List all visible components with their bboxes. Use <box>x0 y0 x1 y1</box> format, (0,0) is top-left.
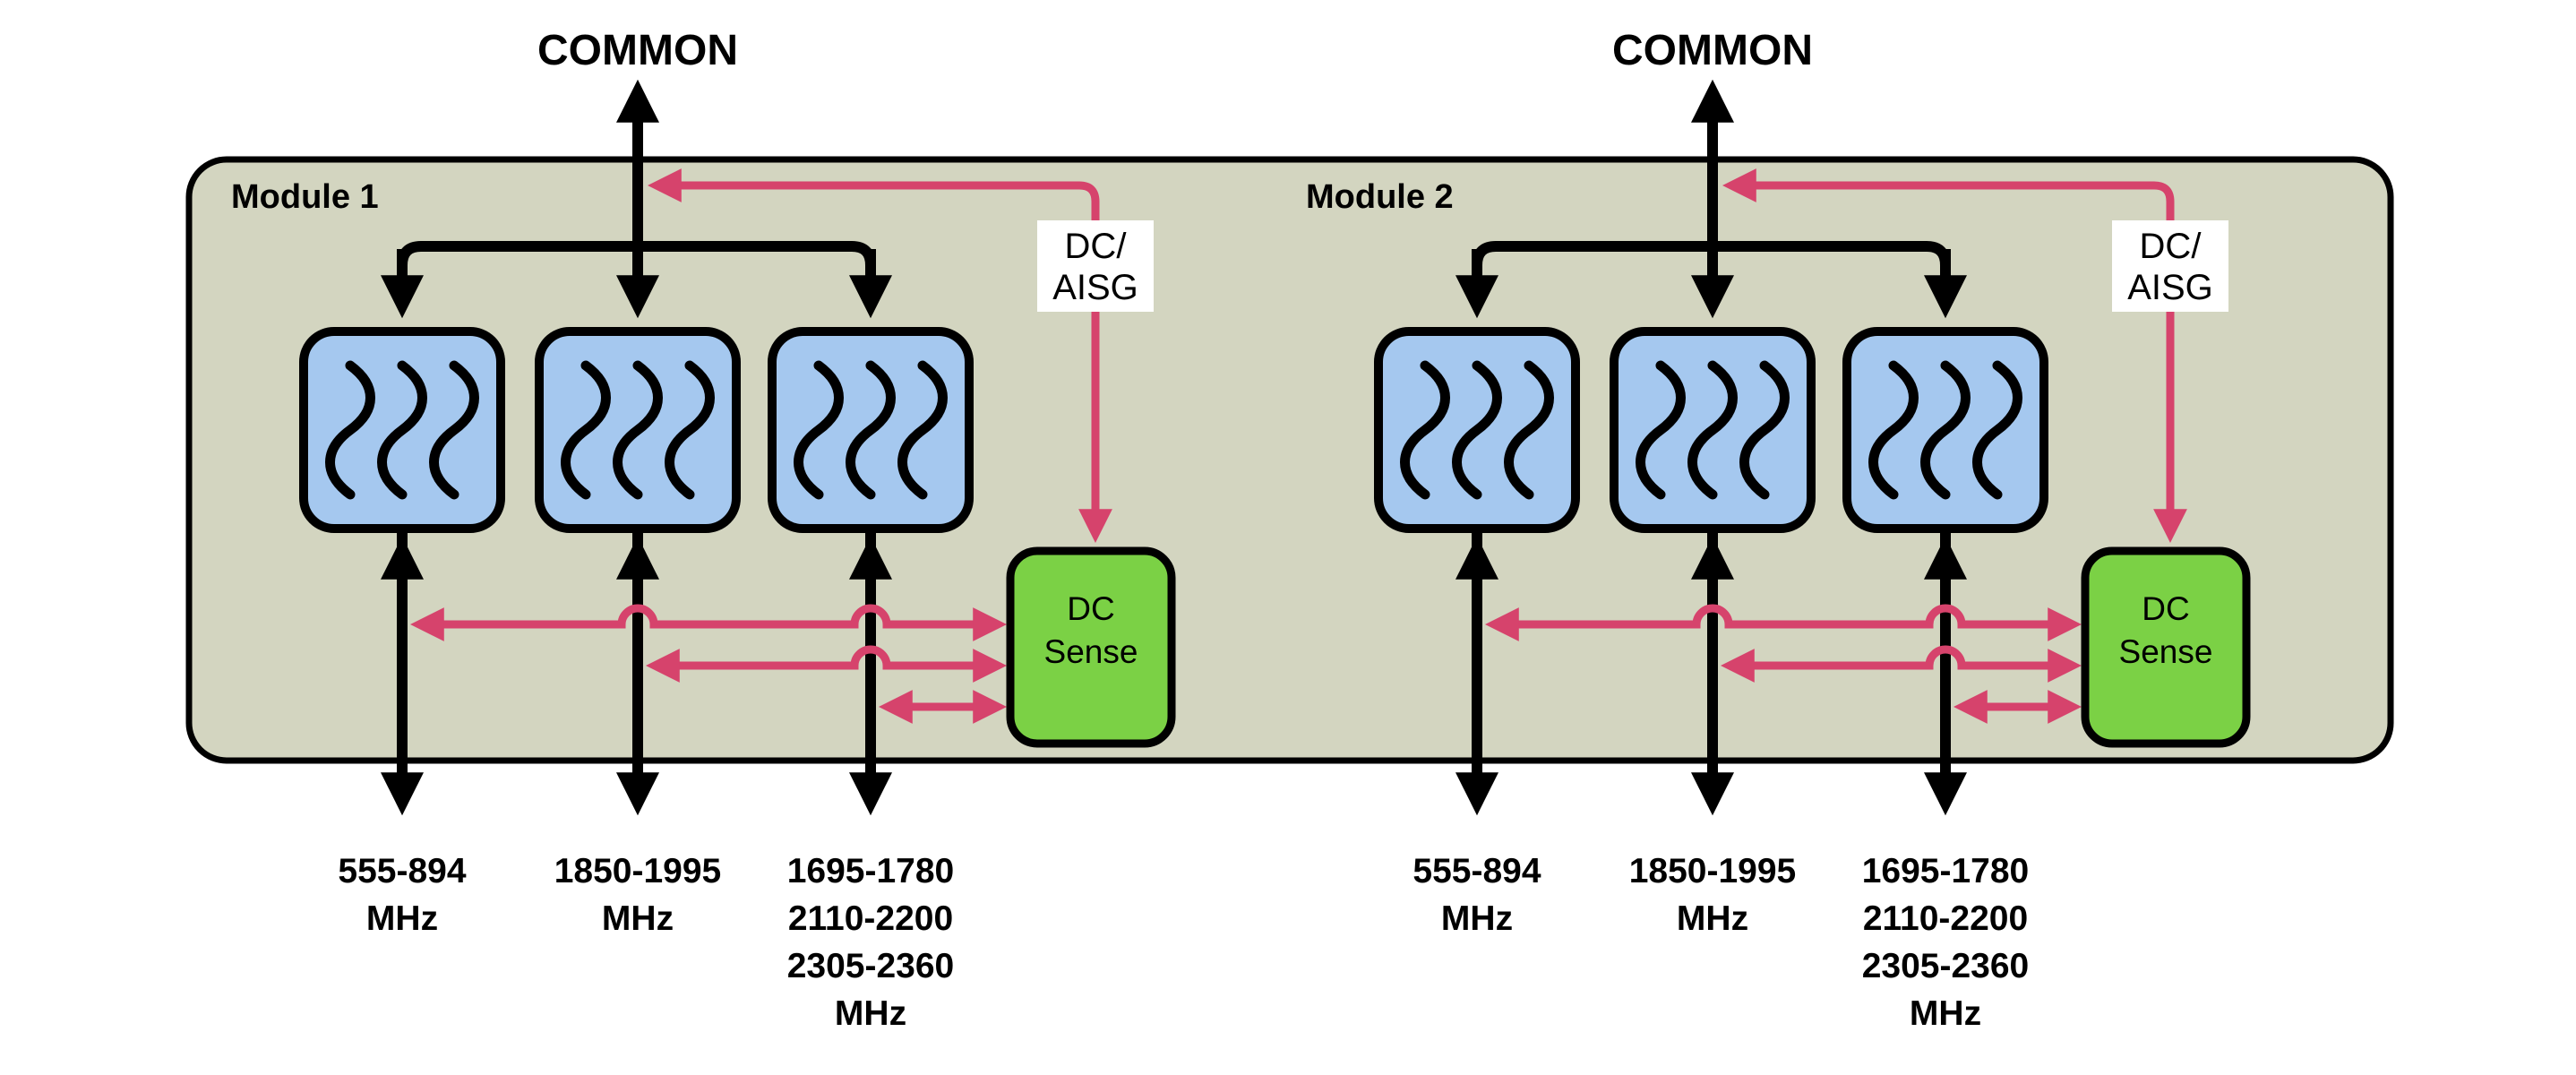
port3-freq-line: 2305-2360 <box>1862 947 2030 985</box>
port1-freq-line: 555-894 <box>338 852 466 890</box>
dc-aisg-label-bg <box>2112 220 2228 312</box>
port1-freq-line: MHz <box>366 899 438 938</box>
dc-aisg-path <box>647 168 1112 544</box>
port1-freq-line: MHz <box>1441 899 1513 938</box>
dc-aisg-label-line2: AISG <box>1052 268 1138 307</box>
port3-freq-line: 2305-2360 <box>787 947 955 985</box>
filter-block-2 <box>1614 331 1811 529</box>
filter-block-2 <box>539 331 736 529</box>
filter-block-1 <box>1378 331 1576 529</box>
module-title: Module 1 <box>231 178 379 216</box>
port2-freq-line: 1850-1995 <box>1629 852 1797 890</box>
port3-freq-line: MHz <box>1910 994 1981 1033</box>
dc-sense-label-line1: DC <box>2142 590 2189 627</box>
dc-aisg-label-bg <box>1037 220 1154 312</box>
dc-aisg-label-line1: DC/ <box>2140 227 2202 266</box>
dc-sense-label-line2: Sense <box>2119 633 2213 670</box>
dc-sense-link-1 <box>1484 604 2082 641</box>
port3-freq-line: 2110-2200 <box>788 899 953 938</box>
dc-sense-link-2 <box>645 645 1008 683</box>
port3-freq-line: 2110-2200 <box>1863 899 2028 938</box>
port3-freq-line: 1695-1780 <box>1862 852 2030 890</box>
common-port-label: COMMON <box>537 27 738 74</box>
module-2: Module 2 COMMON DC/ AISG DC Sense 555-89… <box>1306 27 2251 1033</box>
module-1: Module 1 COMMON DC/ AISG DC Sens <box>231 27 1176 1033</box>
port2-freq-line: MHz <box>602 899 674 938</box>
port2-freq-line: MHz <box>1677 899 1748 938</box>
filter-block-3 <box>772 331 969 529</box>
dc-sense-box <box>2081 546 2251 748</box>
dc-aisg-label-line1: DC/ <box>1065 227 1128 266</box>
dc-sense-label-line1: DC <box>1067 590 1114 627</box>
module-title: Module 2 <box>1306 178 1454 216</box>
port3-freq-line: MHz <box>835 994 906 1033</box>
common-port-label: COMMON <box>1612 27 1813 74</box>
port1-freq-line: 555-894 <box>1413 852 1541 890</box>
dc-sense-label-line2: Sense <box>1044 633 1138 670</box>
port3-freq-line: 1695-1780 <box>787 852 955 890</box>
dc-aisg-path <box>1722 168 2187 544</box>
dc-sense-link-2 <box>1720 645 2082 683</box>
filter-block-3 <box>1847 331 2044 529</box>
port2-freq-line: 1850-1995 <box>554 852 722 890</box>
filter-block-1 <box>304 331 501 529</box>
dc-sense-link-1 <box>409 604 1008 641</box>
dc-sense-box <box>1006 546 1176 748</box>
dc-aisg-label-line2: AISG <box>2127 268 2213 307</box>
